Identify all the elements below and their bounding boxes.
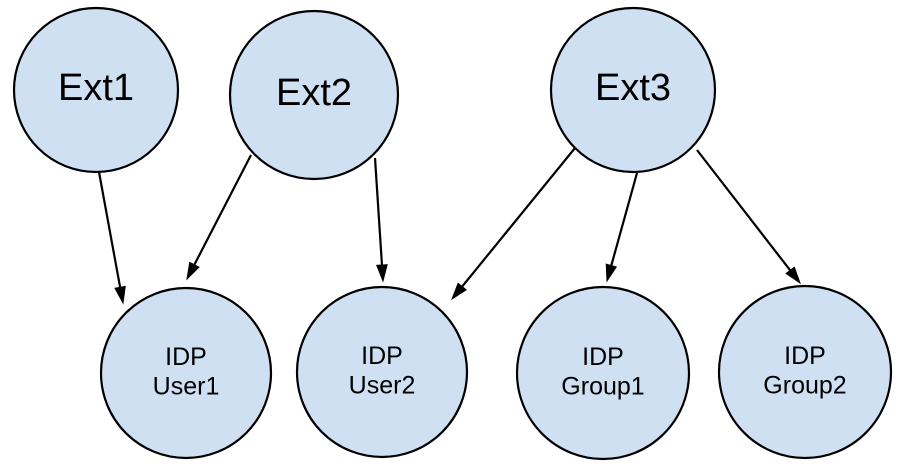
arrowhead-icon: [450, 282, 467, 301]
edge-ext3-to-idp-group2[interactable]: [696, 149, 801, 285]
node-shape[interactable]: [99, 286, 273, 460]
node-shape[interactable]: [515, 285, 691, 461]
edge-ext3-to-idp-user2[interactable]: [450, 147, 576, 301]
arrowhead-icon: [376, 264, 388, 283]
edge-ext3-to-idp-group1[interactable]: [605, 172, 639, 283]
edge-ext2-to-idp-user1[interactable]: [186, 154, 252, 281]
node-shape[interactable]: [295, 285, 469, 459]
node-shape[interactable]: [717, 284, 893, 460]
arrowhead-icon: [785, 266, 801, 285]
arrowhead-icon: [605, 263, 618, 283]
arrowhead-icon: [186, 261, 200, 281]
node-ext1[interactable]: Ext1: [12, 6, 180, 174]
edge-line: [696, 149, 793, 274]
edge-line: [97, 171, 122, 291]
node-shape[interactable]: [228, 9, 400, 181]
edge-ext2-to-idp-user2[interactable]: [373, 157, 388, 283]
edge-line: [459, 147, 576, 290]
node-shape[interactable]: [549, 6, 717, 174]
node-ext2[interactable]: Ext2: [228, 9, 400, 181]
edge-line: [609, 172, 639, 269]
edge-ext1-to-idp-user1[interactable]: [97, 171, 126, 305]
arrowhead-icon: [114, 285, 126, 305]
node-shape[interactable]: [12, 6, 180, 174]
edge-line: [191, 154, 252, 268]
edges-layer: [97, 147, 801, 305]
edge-line: [373, 157, 384, 269]
node-ext3[interactable]: Ext3: [549, 6, 717, 174]
